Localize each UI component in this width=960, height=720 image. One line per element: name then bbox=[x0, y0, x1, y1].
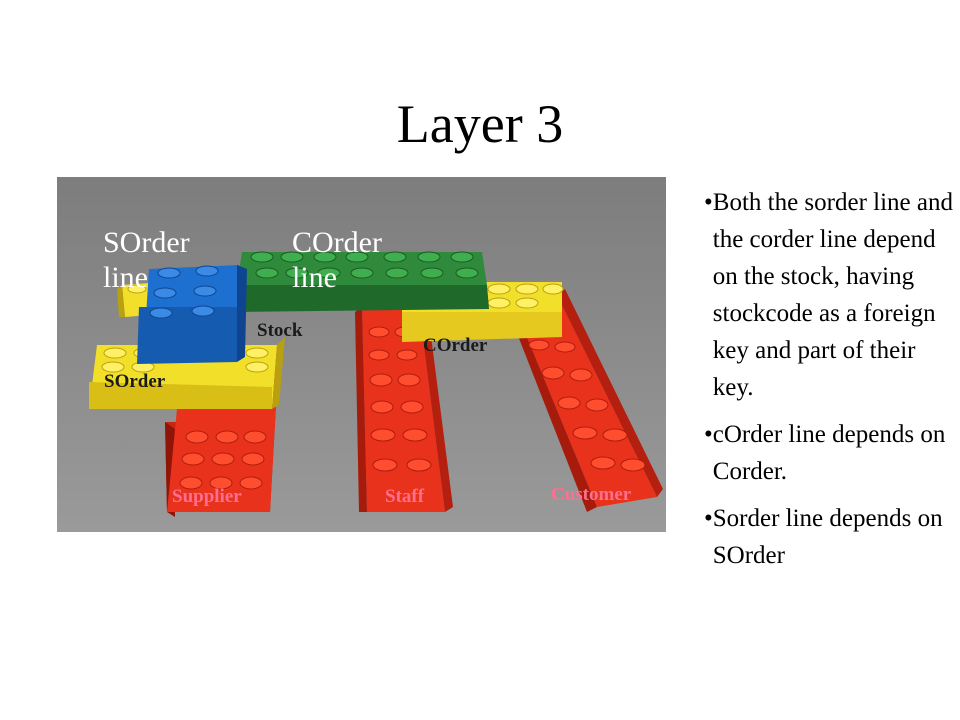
slide-title: Layer 3 bbox=[396, 94, 564, 154]
bullet-item: • Both the sorder line and the corder li… bbox=[704, 184, 954, 406]
label-stock: Stock bbox=[257, 320, 303, 341]
customer-brick bbox=[502, 289, 663, 512]
bullet-text: Both the sorder line and the corder line… bbox=[712, 189, 953, 401]
label-sorder-line-2: line bbox=[103, 261, 148, 294]
label-staff: Staff bbox=[385, 486, 425, 507]
label-customer: Customer bbox=[551, 484, 632, 505]
bullet-item: • Sorder line depends on SOrder bbox=[704, 500, 954, 574]
label-corder: COrder bbox=[423, 335, 488, 356]
corder-line-brick bbox=[235, 251, 489, 312]
bullet-list: • Both the sorder line and the corder li… bbox=[704, 184, 954, 584]
bullet-mark: • bbox=[704, 189, 713, 216]
bullet-mark: • bbox=[704, 421, 713, 448]
label-sorder-line-1: SOrder bbox=[103, 226, 190, 259]
bullet-mark: • bbox=[704, 505, 713, 532]
lego-diagram-svg: SOrder line COrder line Stock COrder SOr… bbox=[57, 177, 666, 532]
bullet-text: Sorder line depends on SOrder bbox=[712, 505, 943, 569]
sorder-line-brick bbox=[137, 265, 247, 364]
label-sorder: SOrder bbox=[104, 371, 166, 392]
staff-brick bbox=[355, 305, 453, 512]
lego-layer-diagram: SOrder line COrder line Stock COrder SOr… bbox=[57, 177, 666, 532]
bullet-text: cOrder line depends on Corder. bbox=[712, 421, 946, 485]
bullet-item: • cOrder line depends on Corder. bbox=[704, 416, 954, 490]
label-corder-line-1: COrder bbox=[292, 226, 382, 259]
label-corder-line-2: line bbox=[292, 261, 337, 294]
label-supplier: Supplier bbox=[172, 486, 242, 507]
